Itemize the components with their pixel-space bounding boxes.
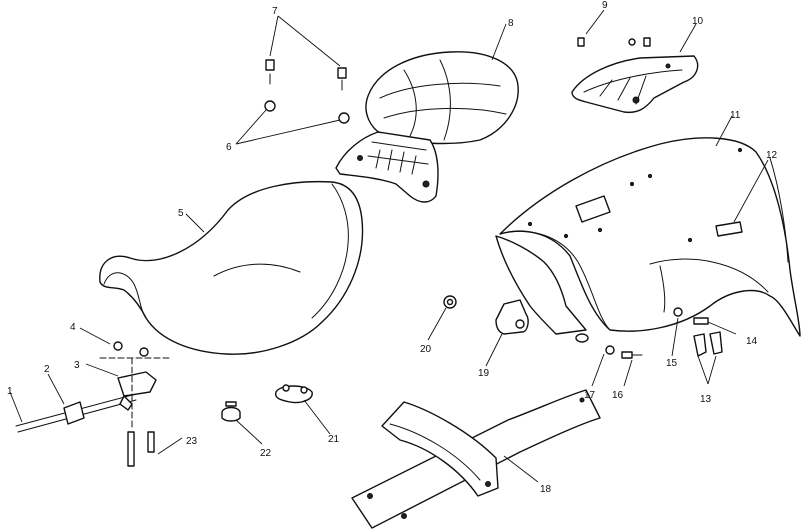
washer-20: [443, 295, 457, 309]
fender-strap: [351, 389, 601, 529]
seat-latch-assembly: [15, 341, 171, 467]
callout-21: 21: [328, 434, 340, 445]
callout-19: 19: [478, 368, 490, 379]
callout-16: 16: [612, 390, 624, 401]
main-seat: [99, 180, 364, 355]
callout-10: 10: [692, 16, 704, 27]
callout-1: 1: [7, 386, 13, 397]
callout-4: 4: [70, 322, 76, 333]
rack-bracket: [571, 55, 699, 114]
callout-12: 12: [766, 150, 778, 161]
callout-17: 17: [584, 390, 596, 401]
callout-14: 14: [746, 336, 758, 347]
callout-6: 6: [226, 142, 232, 153]
passenger-seat: [365, 51, 519, 145]
callout-8: 8: [508, 18, 514, 29]
rear-fender: [495, 137, 801, 337]
callout-11: 11: [730, 110, 741, 121]
callout-23: 23: [186, 436, 198, 447]
rack-screws: [577, 37, 651, 47]
seat-bumper-22: [221, 401, 241, 422]
fender-decal: [715, 221, 743, 237]
seat-bumper-21: [274, 384, 313, 404]
callout-7: 7: [272, 6, 278, 17]
callout-2: 2: [44, 364, 50, 375]
callout-20: 20: [420, 344, 432, 355]
fender-clips: [693, 331, 723, 357]
seat-base-plate: [335, 131, 439, 203]
callout-9: 9: [602, 0, 608, 11]
callout-18: 18: [540, 484, 552, 495]
callout-labels: 1 2 3 4 5 6 7 8 9 10 11 12 13 14 15 16 1…: [7, 0, 778, 495]
fender-bracket: [495, 299, 529, 335]
seat-screws: [264, 59, 350, 124]
callout-3: 3: [74, 360, 80, 371]
callout-5: 5: [178, 208, 184, 219]
leader-lines: [9, 9, 769, 483]
callout-15: 15: [666, 358, 678, 369]
callout-13: 13: [700, 394, 712, 405]
callout-22: 22: [260, 448, 272, 459]
fastener-hardware: [575, 307, 709, 359]
